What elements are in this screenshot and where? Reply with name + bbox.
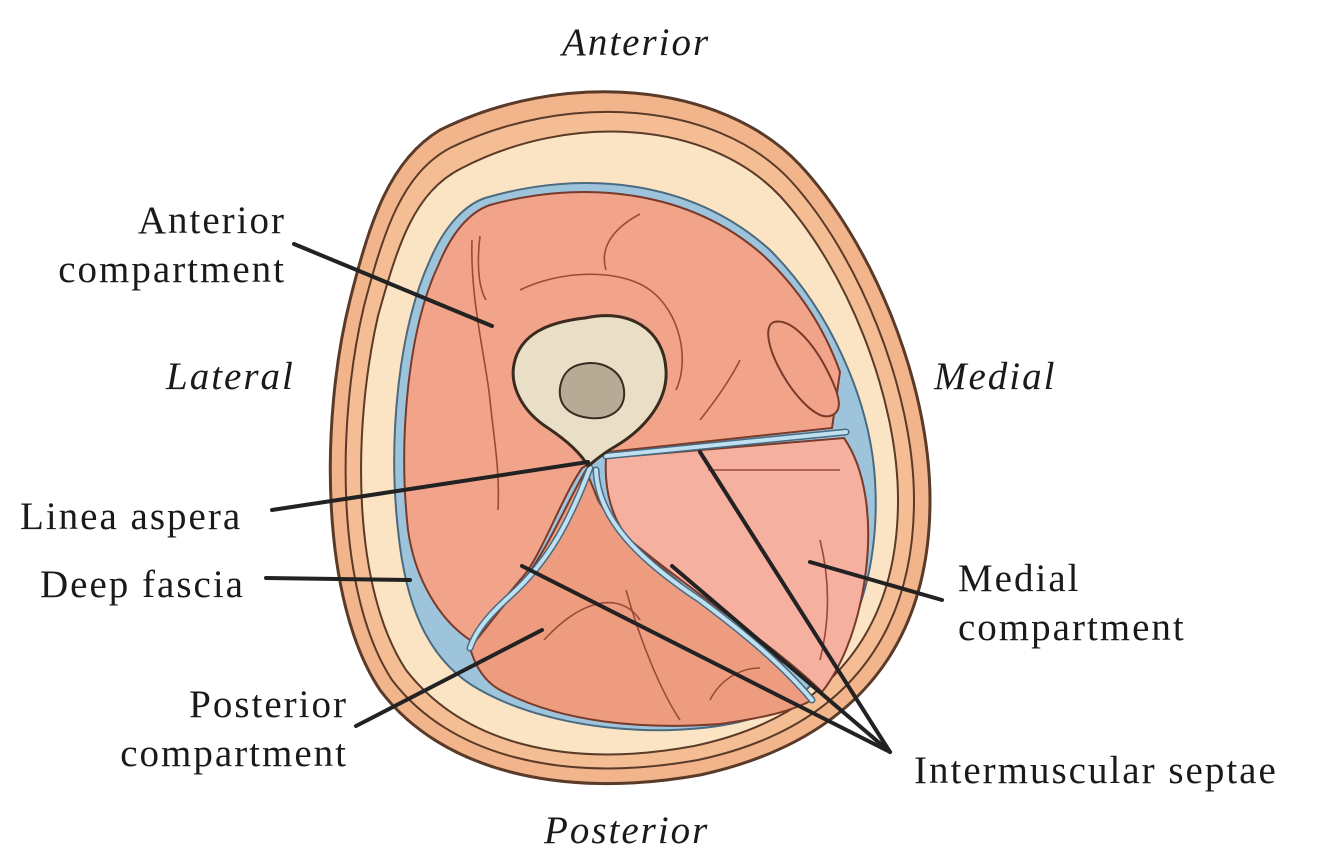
orientation-posterior: Posterior (544, 806, 709, 855)
label-medial-compartment-line1: Medial (958, 554, 1186, 603)
label-medial-compartment: Medial compartment (958, 554, 1186, 652)
femur-marrow (560, 363, 624, 418)
label-anterior-compartment: Anterior compartment (20, 196, 286, 294)
label-posterior-compartment: Posterior compartment (60, 680, 348, 778)
label-medial-compartment-line2: compartment (958, 603, 1186, 652)
label-linea-aspera: Linea aspera (20, 492, 242, 541)
orientation-anterior: Anterior (562, 18, 710, 67)
orientation-lateral: Lateral (166, 352, 295, 401)
label-deep-fascia: Deep fascia (40, 560, 245, 609)
orientation-medial: Medial (934, 352, 1056, 401)
label-intermuscular-septae: Intermuscular septae (914, 746, 1278, 795)
label-posterior-compartment-line2: compartment (60, 729, 348, 778)
leader-deep-fascia (266, 578, 410, 580)
label-anterior-compartment-line1: Anterior (20, 196, 286, 245)
label-posterior-compartment-line1: Posterior (60, 680, 348, 729)
label-anterior-compartment-line2: compartment (20, 245, 286, 294)
